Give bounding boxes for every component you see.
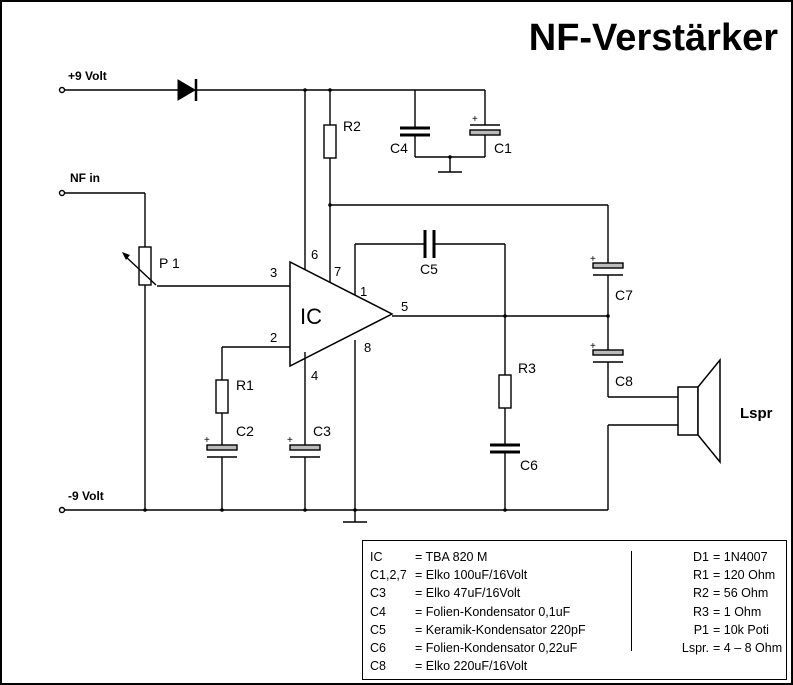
minus9-rail — [58, 506, 608, 514]
parts-list-ref: C1,2,7 — [370, 568, 407, 583]
terminal-plus9-label: +9 Volt — [68, 69, 107, 83]
terminal-nf-in-label: NF in — [70, 171, 100, 185]
parts-list-ref: R3 — [693, 604, 709, 619]
pin-7-label: 7 — [334, 264, 341, 279]
wire-output — [392, 315, 609, 375]
pin-6-label: 6 — [311, 247, 318, 262]
pin-1-label: 1 — [360, 284, 367, 299]
label-c8: C8 — [615, 373, 633, 389]
capacitor-c5 — [354, 230, 506, 316]
label-p1: P 1 — [159, 255, 180, 271]
label-c2: C2 — [236, 423, 254, 439]
plus9-rail — [58, 86, 486, 128]
parts-list-ref: Lspr. — [681, 641, 709, 655]
label-r1: R1 — [236, 377, 254, 393]
parts-list-value: = Elko 100uF/16Volt — [415, 568, 528, 583]
potentiometer-p1 — [122, 246, 290, 510]
resistor-r2 — [323, 90, 337, 290]
parts-list-ref: R1 — [693, 568, 709, 583]
parts-list-value: = 56 Ohm — [713, 586, 769, 601]
parts-list-ref: C4 — [370, 604, 386, 619]
parts-list-value: = 1N4007 — [713, 550, 768, 564]
label-c6: C6 — [520, 457, 538, 473]
parts-list-value: = TBA 820 M — [415, 550, 488, 564]
resistor-r1 — [215, 346, 290, 445]
terminal-minus9-label: -9 Volt — [68, 489, 104, 503]
capacitor-c2 — [206, 444, 238, 510]
wire-r2-c7 — [330, 204, 609, 263]
polarity-c1: + — [472, 114, 478, 125]
capacitor-c1 — [469, 124, 501, 157]
polarity-c2: + — [204, 435, 210, 446]
ground-top — [415, 155, 485, 173]
label-c1: C1 — [494, 140, 512, 156]
title: NF-Verstärker — [529, 17, 778, 59]
parts-list-value: = Keramik-Kondensator 220pF — [415, 622, 586, 637]
parts-list-ref: IC — [370, 550, 383, 564]
capacitor-c8 — [592, 349, 678, 398]
pin-5-label: 5 — [401, 299, 408, 314]
parts-list-value: = Elko 220uF/16Volt — [415, 659, 528, 674]
capacitor-c4 — [400, 126, 430, 157]
pin-4-label: 4 — [311, 368, 318, 383]
diode-d1 — [177, 79, 198, 101]
capacitor-c6 — [490, 443, 520, 510]
parts-list-value: = Folien-Kondensator 0,1uF — [415, 604, 571, 619]
parts-list-value: = Folien-Kondensator 0,22uF — [415, 641, 578, 655]
label-c5: C5 — [420, 261, 438, 277]
label-r3: R3 — [518, 360, 536, 376]
parts-list-value: = 10k Poti — [713, 622, 769, 637]
nf-in-wire — [58, 189, 146, 247]
parts-list-ref: C8 — [370, 659, 386, 674]
parts-list-value: = 120 Ohm — [713, 568, 776, 583]
polarity-c3: + — [287, 435, 293, 446]
parts-list-ref: C5 — [370, 622, 386, 637]
ic-tba820m — [289, 260, 394, 368]
parts-list-value: = 1 Ohm — [713, 604, 762, 619]
polarity-c7: + — [590, 254, 596, 265]
parts-list-ref: C6 — [370, 641, 386, 655]
pin-3-label: 3 — [270, 265, 277, 280]
parts-list-ref: C3 — [370, 586, 386, 601]
parts-list-ref: R2 — [693, 586, 709, 601]
label-ic: IC — [300, 304, 322, 329]
label-c3: C3 — [313, 423, 331, 439]
label-lspr: Lspr — [740, 405, 773, 422]
capacitor-c7 — [592, 262, 624, 316]
pin-8-label: 8 — [364, 340, 371, 355]
parts-list-value: = 4 – 8 Ohm — [713, 641, 783, 655]
label-r2: R2 — [343, 118, 361, 134]
parts-list-ref: D1 — [693, 550, 709, 564]
polarity-c8: + — [590, 341, 596, 352]
parts-list-divider — [631, 551, 632, 651]
parts-list-ref: P1 — [693, 622, 709, 637]
pin-2-label: 2 — [270, 330, 277, 345]
speaker-lspr — [607, 357, 721, 510]
resistor-r3 — [498, 374, 512, 445]
parts-list-value: = Elko 47uF/16Volt — [415, 586, 521, 601]
wire-pin8-ground — [343, 340, 367, 523]
label-c7: C7 — [615, 287, 633, 303]
label-c4: C4 — [390, 140, 408, 156]
capacitor-c3 — [289, 352, 321, 510]
